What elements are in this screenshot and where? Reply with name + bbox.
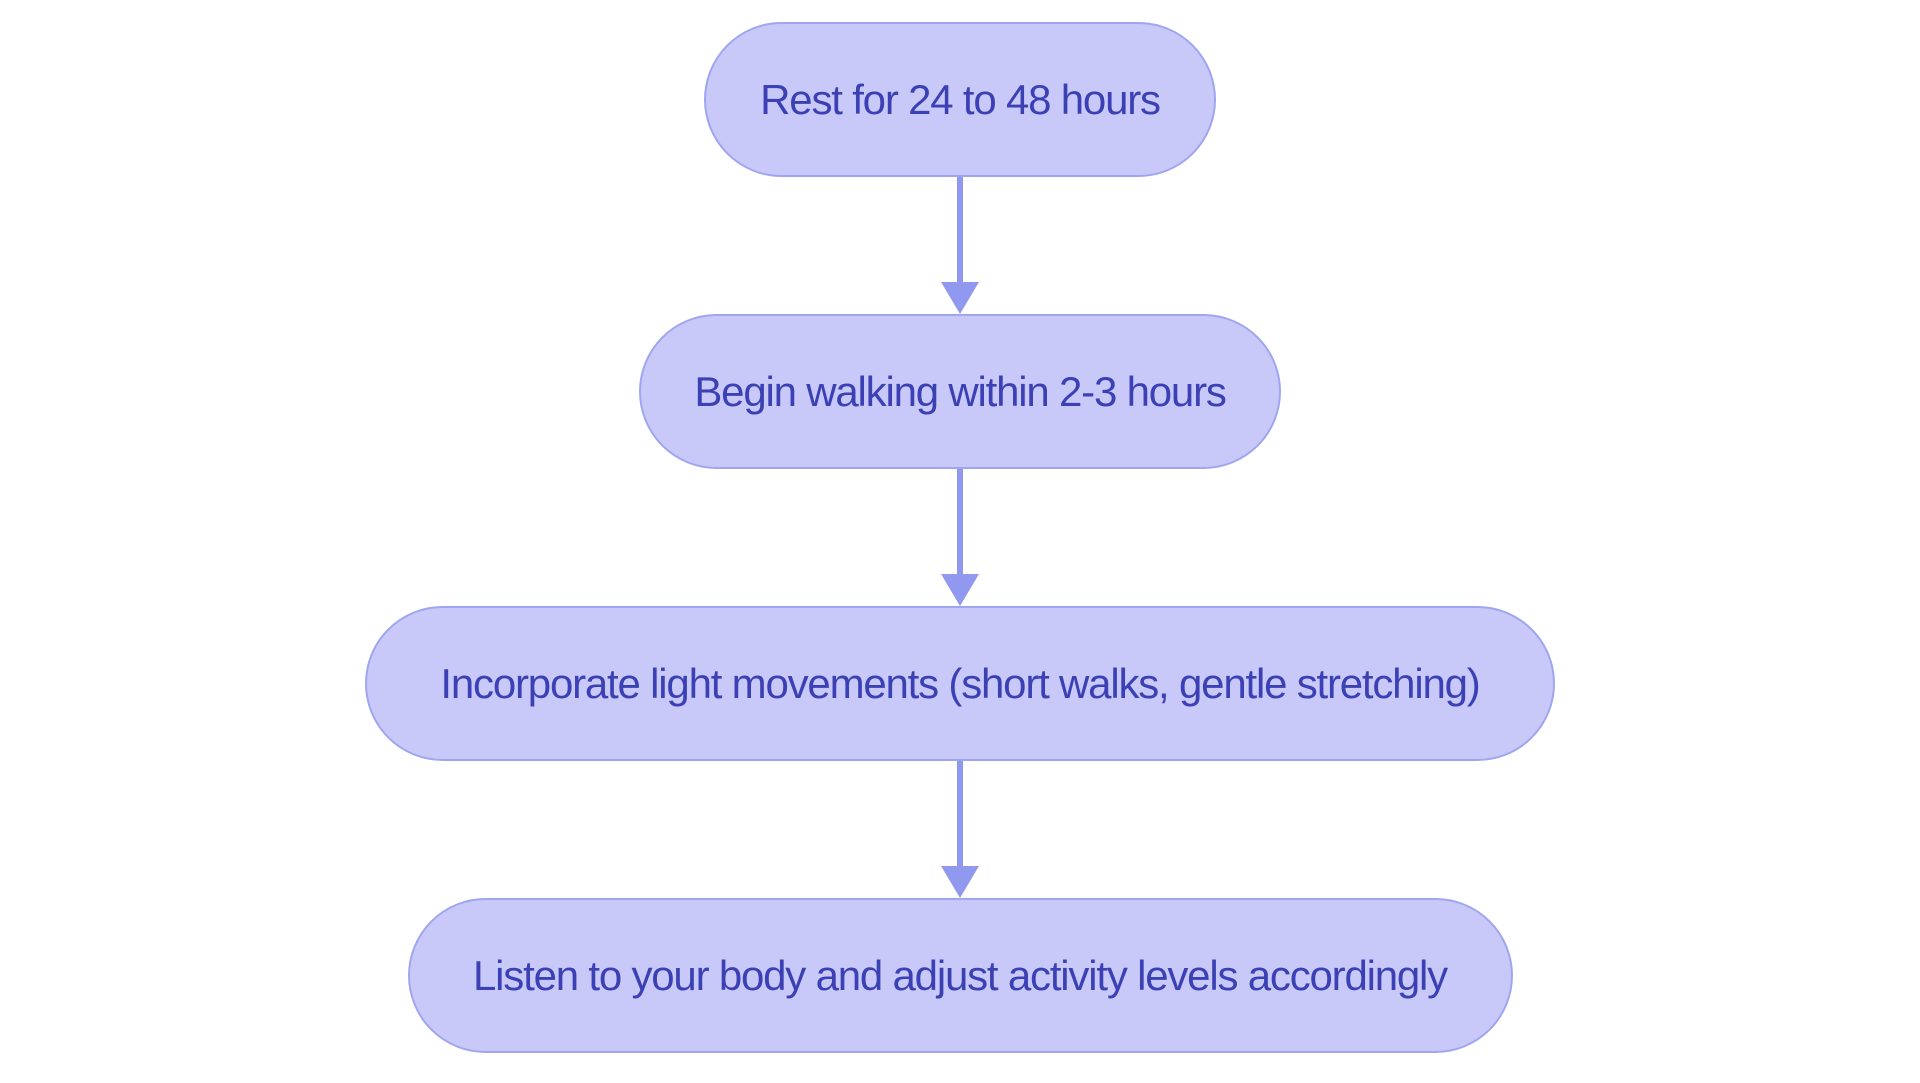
arrow-line — [957, 469, 963, 574]
flow-arrow-1 — [940, 177, 980, 314]
flow-node-light-movements: Incorporate light movements (short walks… — [365, 606, 1555, 761]
flow-node-begin-walking: Begin walking within 2-3 hours — [639, 314, 1281, 469]
arrow-line — [957, 177, 963, 282]
arrow-down-icon — [941, 282, 979, 314]
flow-node-listen-body: Listen to your body and adjust activity … — [407, 898, 1513, 1053]
flow-arrow-2 — [940, 469, 980, 606]
arrow-down-icon — [941, 866, 979, 898]
arrow-down-icon — [941, 574, 979, 606]
flow-node-rest: Rest for 24 to 48 hours — [704, 22, 1216, 177]
flow-node-label: Incorporate light movements (short walks… — [440, 659, 1480, 707]
flow-node-label: Rest for 24 to 48 hours — [760, 75, 1161, 123]
flow-arrow-3 — [940, 761, 980, 898]
flow-node-label: Begin walking within 2-3 hours — [694, 367, 1227, 415]
arrow-line — [957, 761, 963, 866]
flow-node-label: Listen to your body and adjust activity … — [473, 951, 1448, 999]
